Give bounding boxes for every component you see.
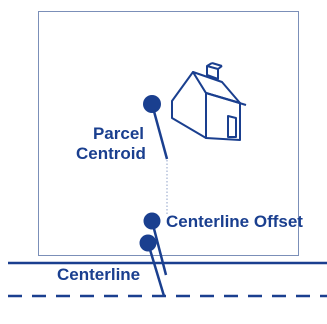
centerline-offset-marker (143, 212, 168, 276)
parcel-label-line2: Centroid (76, 144, 146, 163)
parcel-boundary (38, 11, 299, 256)
centerline-offset-label: Centerline Offset (166, 212, 303, 231)
parcel-centroid-marker (143, 95, 169, 160)
parcel-centroid-label: Parcel Centroid (76, 124, 146, 164)
house-icon (171, 62, 247, 141)
centerline-label: Centerline (57, 265, 141, 284)
centerline-marker (139, 234, 166, 297)
parcel-label-line1: Parcel (92, 124, 144, 143)
